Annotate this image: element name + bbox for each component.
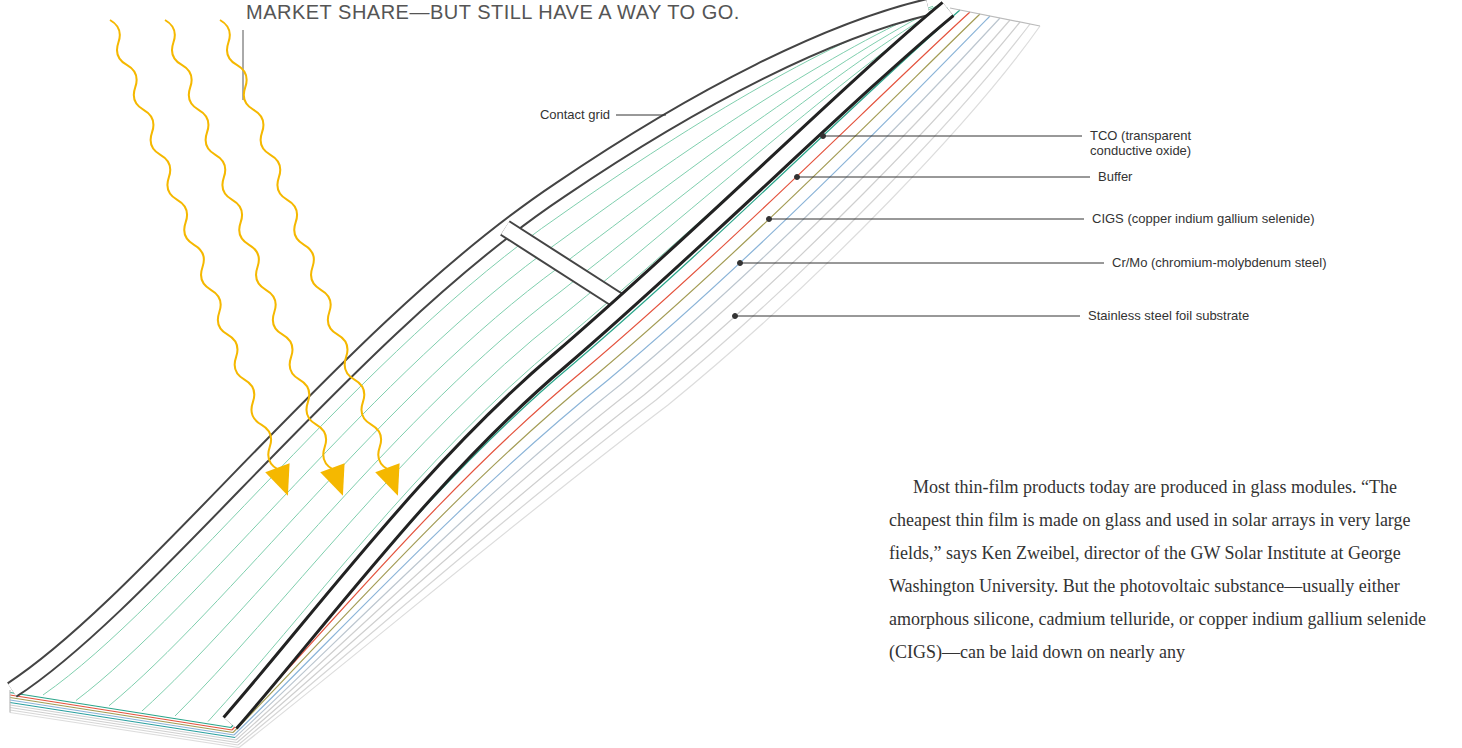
layer-label-slot: Stainless steel foil substrate <box>1088 308 1249 324</box>
substrate-layer <box>10 703 235 738</box>
contact-bar <box>12 7 928 690</box>
surface-line <box>43 6 933 695</box>
ray-arrowhead <box>375 463 410 500</box>
contact-bar-outline <box>230 9 948 723</box>
surface-line <box>109 7 939 706</box>
contact-bar <box>230 9 948 723</box>
leader-line <box>769 219 1084 220</box>
ray-arrowhead <box>265 463 300 500</box>
contact-bar <box>505 228 625 305</box>
leader-dot <box>821 134 826 139</box>
sun-ray <box>105 18 282 471</box>
part-label-slot: Contact grid <box>540 107 610 123</box>
sidebar-rule <box>243 30 244 100</box>
sun-ray <box>160 18 337 471</box>
layer-label-slot: Cr/Mo (chromium-molybdenum steel) <box>1112 255 1327 271</box>
substrate-layer <box>236 20 1010 740</box>
substrate-layer <box>10 710 238 745</box>
leader-line <box>735 316 1080 317</box>
layer-label: TCO (transparent conductive oxide) <box>1090 128 1215 158</box>
body-paragraph: Most thin-film products today are produc… <box>889 471 1449 669</box>
substrate-layer <box>10 713 239 748</box>
surface-line <box>76 7 936 701</box>
section-deck: MARKET SHARE—BUT STILL HAVE A WAY TO GO. <box>246 0 740 24</box>
substrate-layer <box>237 22 1020 743</box>
body-paragraph-slot: Most thin-film products today are produc… <box>889 471 1449 669</box>
layer-label: CIGS (copper indium gallium selenide) <box>1092 211 1315 227</box>
layer-label-slot: TCO (transparent conductive oxide) <box>1090 128 1215 158</box>
section-deck-slot: MARKET SHARE—BUT STILL HAVE A WAY TO GO. <box>246 0 740 24</box>
leader-dot <box>733 314 738 319</box>
contact-bar-outline <box>12 7 928 690</box>
leader-dot <box>738 261 743 266</box>
layer-label-slot: Buffer <box>1098 169 1132 185</box>
leader-dot <box>767 217 772 222</box>
leader-dot <box>795 175 800 180</box>
layer-end-edge <box>950 8 1040 26</box>
layer-label: Buffer <box>1098 169 1132 185</box>
ray-arrowhead <box>320 463 355 500</box>
face-edge <box>9 690 10 713</box>
leader-line <box>616 115 666 116</box>
sun-ray <box>215 18 392 471</box>
layer-label: Stainless steel foil substrate <box>1088 308 1249 324</box>
top-surface <box>10 6 950 725</box>
part-label: Contact grid <box>540 107 610 123</box>
leader-line <box>823 136 1082 137</box>
contact-bar-outline <box>505 228 625 305</box>
substrate-layer <box>10 705 236 740</box>
leader-line <box>797 177 1090 178</box>
layer-label: Cr/Mo (chromium-molybdenum steel) <box>1112 255 1327 271</box>
leader-line <box>740 263 1104 264</box>
layer-label-slot: CIGS (copper indium gallium selenide) <box>1092 211 1315 227</box>
substrate-layer <box>10 708 237 743</box>
